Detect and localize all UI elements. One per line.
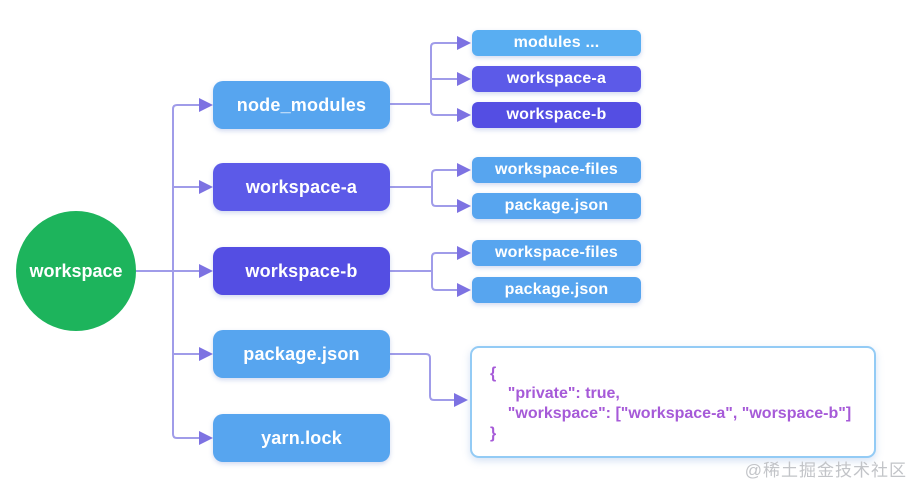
watermark: @稀土掘金技术社区: [744, 461, 907, 480]
edge-package-json-code: [390, 353, 468, 407]
edges-root-to-level1: [136, 98, 213, 445]
code-line: "private": true,: [490, 385, 620, 402]
edges-workspace-b-children: [390, 246, 471, 297]
node-nm-workspace-b: workspace-b: [472, 102, 641, 128]
node-wsb-workspace-files: workspace-files: [472, 240, 641, 266]
node-workspace-a: workspace-a: [213, 163, 390, 211]
node-node-modules: node_modules: [213, 81, 390, 129]
node-package-json: package.json: [213, 330, 390, 378]
node-nm-workspace-a: workspace-a: [472, 66, 641, 92]
edges-workspace-a-children: [390, 163, 471, 213]
code-block: { "private": true, "workspace": ["worksp…: [470, 346, 876, 458]
node-modules-more: modules ...: [472, 30, 641, 56]
node-wsb-package-json: package.json: [472, 277, 641, 303]
edges-node-modules-children: [390, 36, 471, 122]
code-line: {: [490, 365, 497, 382]
node-workspace-b: workspace-b: [213, 247, 390, 295]
node-yarn-lock: yarn.lock: [213, 414, 390, 462]
node-wsa-package-json: package.json: [472, 193, 641, 219]
node-wsa-workspace-files: workspace-files: [472, 157, 641, 183]
node-workspace-root: workspace: [16, 211, 136, 331]
code-line: }: [490, 425, 497, 442]
code-line: "workspace": ["workspace-a", "worspace-b…: [490, 405, 852, 422]
